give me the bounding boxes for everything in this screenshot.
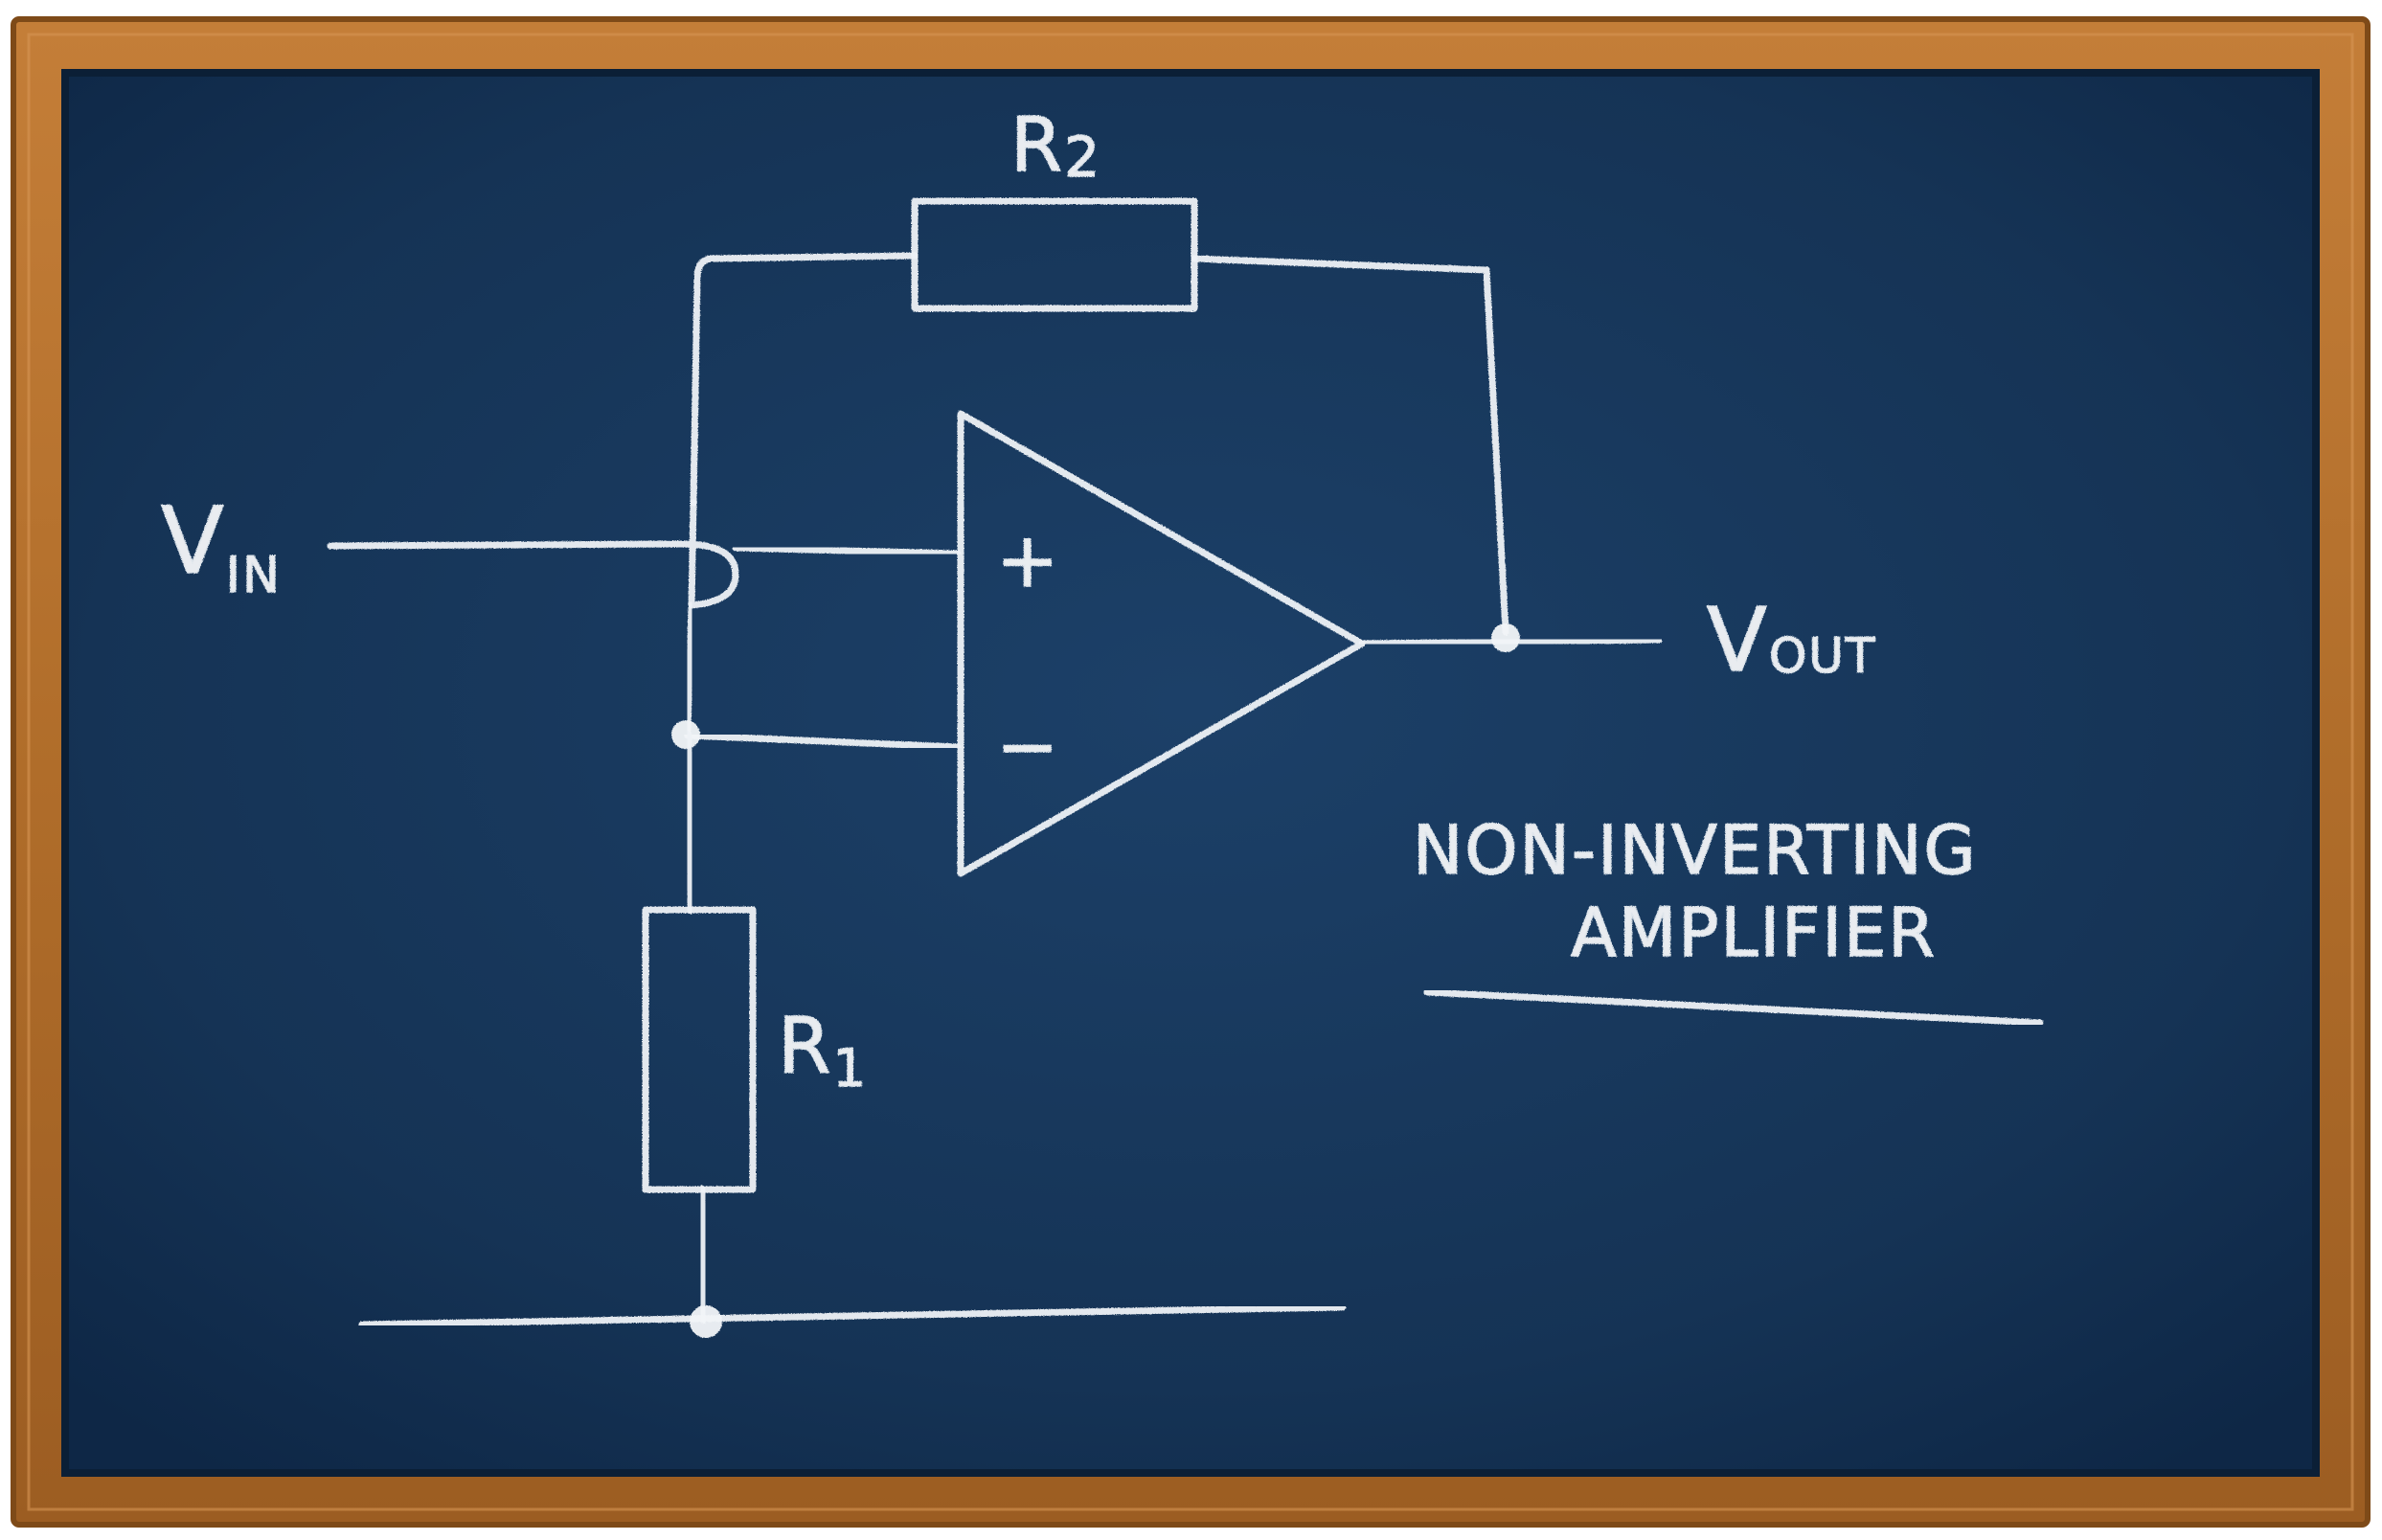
feedback-wire-right xyxy=(1191,255,1509,636)
ground-node-dot xyxy=(690,1305,722,1338)
feedback-wire-left xyxy=(690,252,919,507)
title-line-2: AMPLIFIER xyxy=(1571,894,1937,972)
ground-wire xyxy=(358,1303,1347,1328)
title-underline xyxy=(1423,988,2044,1027)
minus-input-wire xyxy=(684,732,962,751)
r1-top-wire xyxy=(683,731,696,915)
r1-bottom-wire xyxy=(696,1185,710,1325)
vin-wire xyxy=(327,499,739,609)
plus-input-wire xyxy=(732,544,962,557)
op-amp-triangle xyxy=(957,410,1366,877)
title-line-1: NON-INVERTING xyxy=(1413,811,1978,890)
plus-sign: + xyxy=(996,518,1060,604)
label-r1: R1 xyxy=(778,1002,868,1098)
hop-lower-wire xyxy=(684,601,695,736)
minus-sign: − xyxy=(996,704,1060,790)
output-node-dot xyxy=(1491,623,1520,652)
resistor-r2 xyxy=(911,197,1198,312)
board-surface xyxy=(61,69,2320,1477)
